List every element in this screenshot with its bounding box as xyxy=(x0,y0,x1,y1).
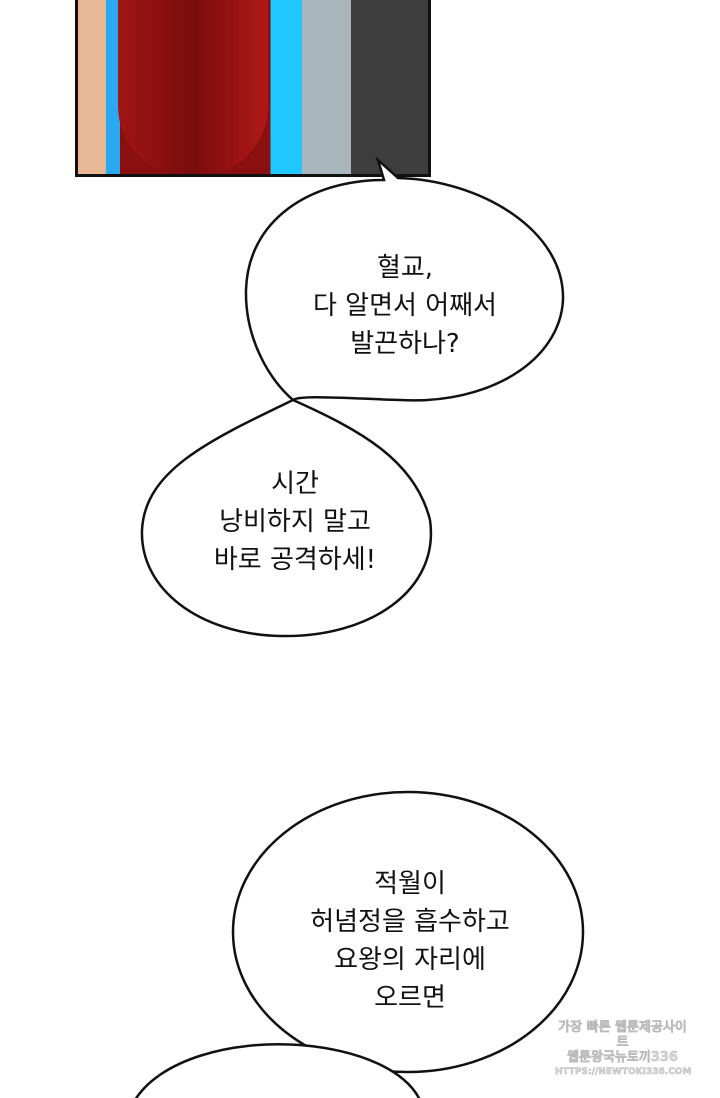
bubble-1-text: 혈교, 다 알면서 어째서 발끈하나? xyxy=(300,249,510,363)
text-line: 혈교, xyxy=(376,253,434,283)
bubble-3-text: 적월이 허념정을 흡수하고 요왕의 자리에 오르면 xyxy=(290,865,530,1017)
text-line: 적월이 xyxy=(374,869,446,899)
text-line: 발끈하나? xyxy=(350,329,460,359)
text-line: 낭비하지 말고 xyxy=(219,507,371,537)
comic-panel-illustration xyxy=(75,0,431,177)
text-line: 오르면 xyxy=(374,983,446,1013)
text-line: 허념정을 흡수하고 xyxy=(310,907,510,937)
text-line: 다 알면서 어째서 xyxy=(313,291,497,321)
text-line: 시간 xyxy=(271,469,319,499)
watermark: 가장 빠른 웹툰제공사이트 웹툰왕국뉴토끼336 HTTPS://NEWTOKI… xyxy=(555,1020,692,1080)
speech-bubble-4 xyxy=(134,1043,421,1098)
red-hair-character xyxy=(118,0,268,174)
watermark-line: 가장 빠른 웹툰제공사이트 xyxy=(558,1020,687,1051)
speech-bubble-3 xyxy=(231,790,585,1074)
watermark-line: 웹툰왕국뉴토끼336 xyxy=(567,1050,678,1066)
text-line: 요왕의 자리에 xyxy=(334,945,486,975)
speech-bubble-1 xyxy=(244,156,565,402)
watermark-url: HTTPS://NEWTOKI336.COM xyxy=(555,1067,692,1078)
speech-bubble-2 xyxy=(140,398,433,638)
bubble-2-text: 시간 낭비하지 말고 바로 공격하세! xyxy=(190,465,400,579)
text-line: 바로 공격하세! xyxy=(213,545,377,575)
